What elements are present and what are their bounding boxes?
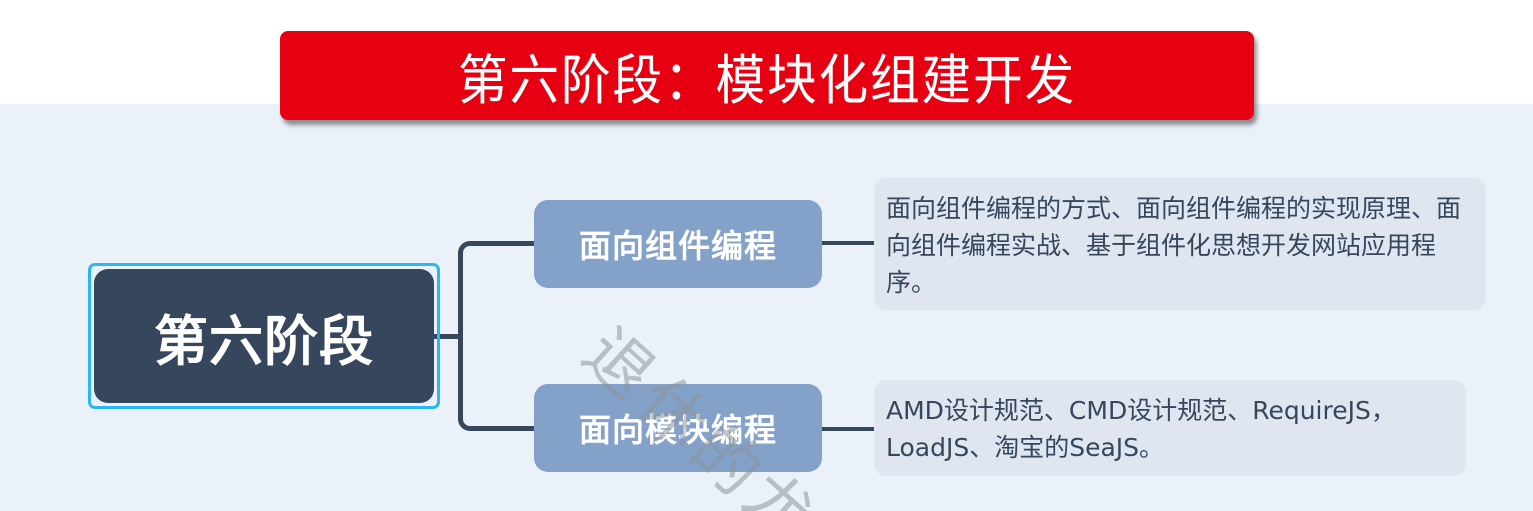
- branch-2-connector: [820, 427, 876, 431]
- description-text: AMD设计规范、CMD设计规范、RequireJS，LoadJS、淘宝的SeaJ…: [886, 396, 1396, 462]
- branch-node-label: 面向模块编程: [578, 411, 777, 449]
- page-title: 第六阶段：模块化组建开发: [457, 49, 1077, 112]
- root-node-selection-outline: [88, 263, 440, 409]
- branch-bracket-connector: [458, 241, 538, 431]
- branch-node-module-programming[interactable]: 面向模块编程: [534, 384, 822, 472]
- root-node-label: 第六阶段: [154, 309, 374, 373]
- root-node[interactable]: 第六阶段: [94, 269, 434, 403]
- description-node-component-programming[interactable]: 面向组件编程的方式、面向组件编程的实现原理、面向组件编程实战、基于组件化思想开发…: [874, 178, 1486, 310]
- root-connector: [434, 334, 462, 339]
- description-node-module-programming[interactable]: AMD设计规范、CMD设计规范、RequireJS，LoadJS、淘宝的SeaJ…: [874, 380, 1466, 476]
- branch-node-component-programming[interactable]: 面向组件编程: [534, 200, 822, 288]
- branch-1-connector: [820, 241, 876, 245]
- branch-node-label: 面向组件编程: [578, 227, 777, 265]
- title-banner: 第六阶段：模块化组建开发: [280, 31, 1254, 120]
- description-text: 面向组件编程的方式、面向组件编程的实现原理、面向组件编程实战、基于组件化思想开发…: [886, 194, 1462, 297]
